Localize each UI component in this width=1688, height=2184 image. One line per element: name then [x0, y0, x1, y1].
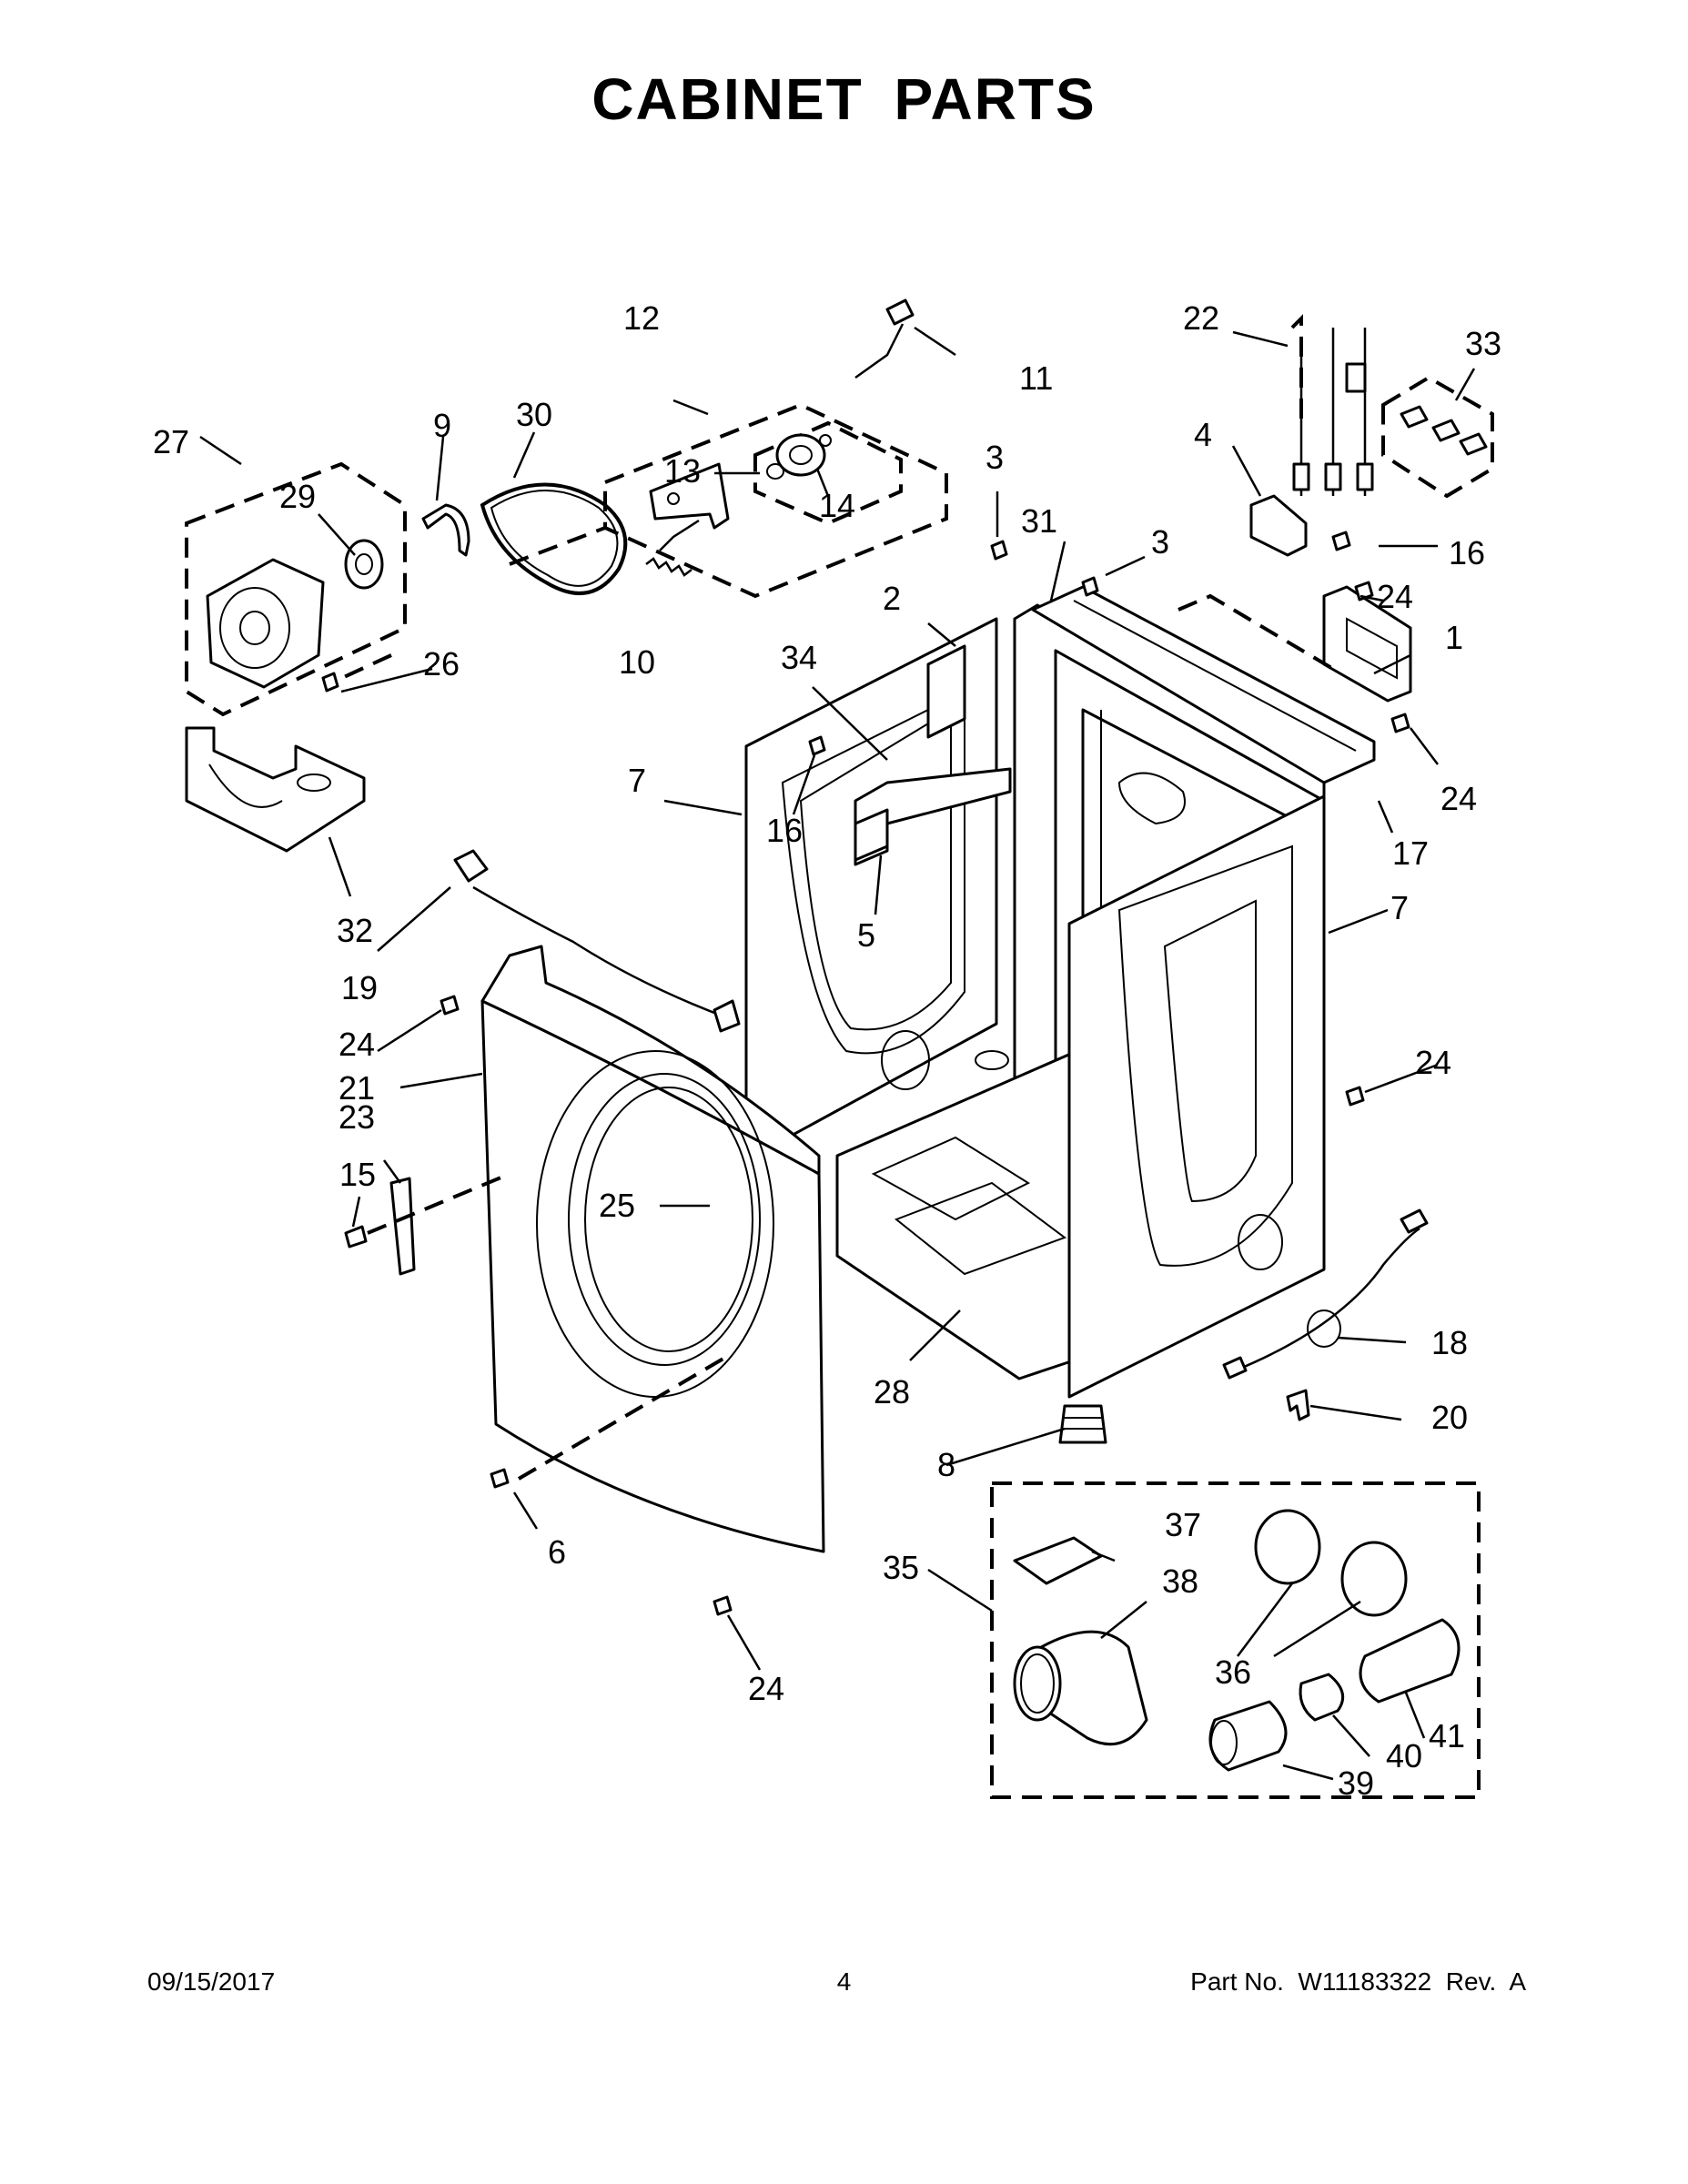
callout-26: 26: [423, 645, 460, 682]
motor-clip: [421, 503, 470, 557]
callout-39: 39: [1338, 1764, 1374, 1802]
callout-27: 27: [153, 423, 189, 460]
callout-24d: 24: [1415, 1044, 1451, 1081]
left-side-panel: [744, 617, 998, 1162]
screw-front-top: [440, 995, 460, 1016]
rocker-bracket: [1249, 494, 1308, 557]
console-bracket: [854, 767, 1012, 866]
callout-4: 4: [1194, 416, 1212, 453]
callout-31: 31: [1021, 502, 1057, 540]
callout-7b: 7: [1390, 889, 1409, 926]
exhaust-kit-group: [990, 1481, 1481, 1799]
callout-34: 34: [781, 639, 817, 676]
callout-29: 29: [279, 478, 316, 515]
motor-pulley: [344, 539, 384, 590]
callout-3b: 3: [1151, 523, 1169, 561]
callout-18: 18: [1431, 1324, 1468, 1361]
callout-24b: 24: [1377, 578, 1413, 615]
idler-bracket: [649, 462, 730, 530]
top-brace: [1031, 585, 1376, 784]
screw-board: [1354, 581, 1374, 602]
harness-connectors: [1290, 314, 1494, 499]
callout-28: 28: [874, 1373, 910, 1410]
callout-40: 40: [1386, 1737, 1422, 1774]
callout-22: 22: [1183, 299, 1219, 337]
exhaust-cover-plate: [1013, 1536, 1103, 1585]
screw-top-mid: [1081, 576, 1099, 597]
front-panel: [480, 945, 825, 1553]
exhaust-tube-long: [1359, 1618, 1461, 1704]
callout-30: 30: [516, 396, 552, 433]
motor-mount: [185, 726, 366, 853]
callout-7a: 7: [628, 762, 646, 799]
callout-labels: 1 2 3 3 4 5 6 7 7 8 9 10 11 12 13 14 15 …: [153, 299, 1501, 1802]
callout-13: 13: [664, 452, 701, 490]
callout-14: 14: [819, 487, 855, 524]
callout-33: 33: [1465, 325, 1501, 362]
exhaust-cap-left: [1254, 1509, 1321, 1585]
exhaust-tube-ring: [1208, 1700, 1288, 1772]
page-title: CABINET PARTS: [591, 66, 1097, 132]
power-cord: [1237, 1227, 1420, 1371]
screw-rocker: [1331, 531, 1351, 551]
exhaust-tube-short: [1299, 1673, 1345, 1722]
footer-date: 09/15/2017: [147, 1967, 276, 1996]
callout-32: 32: [337, 912, 373, 949]
callout-21: 21: [339, 1069, 375, 1107]
callout-24a: 24: [339, 1026, 375, 1063]
callout-1: 1: [1445, 619, 1463, 656]
callout-41: 41: [1429, 1717, 1465, 1754]
callout-11: 11: [1019, 359, 1053, 397]
callout-6: 6: [548, 1533, 566, 1571]
callout-12: 12: [623, 299, 660, 337]
base-pan: [835, 1045, 1089, 1380]
idler-spring: [645, 557, 692, 577]
callout-25: 25: [599, 1187, 635, 1224]
callout-24e: 24: [748, 1670, 784, 1707]
callout-24c: 24: [1440, 780, 1477, 817]
motor-assembly-group: [185, 461, 407, 853]
door-switch-screw: [344, 1225, 368, 1249]
callout-16b: 16: [1449, 534, 1485, 571]
screw-front-left: [490, 1468, 510, 1489]
callout-35: 35: [883, 1549, 919, 1586]
callout-36: 36: [1215, 1653, 1251, 1691]
drive-belt: [480, 482, 628, 595]
wire-harness: [472, 885, 720, 1016]
callout-37: 37: [1165, 1506, 1201, 1543]
screw-bracket: [808, 735, 826, 756]
callout-20: 20: [1431, 1399, 1468, 1436]
leveling-foot: [1058, 1404, 1107, 1444]
cord-clamp: [1286, 1389, 1310, 1421]
idler-pulley: [775, 433, 826, 477]
callout-23: 23: [339, 1098, 375, 1136]
idler-assembly-group: [603, 402, 948, 599]
callout-9: 9: [433, 407, 451, 444]
footer-page-number: 4: [836, 1967, 852, 1996]
leader-lines: [199, 326, 1476, 1781]
screw-front-bottom: [713, 1595, 733, 1616]
screw-right-side: [1345, 1086, 1365, 1107]
callout-10: 10: [619, 643, 655, 681]
screw-brace: [1390, 713, 1410, 733]
callout-38: 38: [1162, 1562, 1198, 1600]
right-side-panel: [1067, 794, 1326, 1399]
screw-mount: [321, 672, 339, 693]
callout-16a: 16: [766, 812, 803, 849]
callout-19: 19: [341, 969, 378, 1006]
drive-motor: [206, 558, 325, 689]
callout-15: 15: [339, 1156, 376, 1193]
callout-2: 2: [883, 580, 901, 617]
callout-3a: 3: [986, 439, 1004, 476]
footer-part-number: Part No. W11183322 Rev. A: [1190, 1967, 1526, 1996]
idler-screw: [885, 298, 915, 326]
callout-5: 5: [857, 916, 875, 954]
rear-label: [926, 644, 966, 739]
callout-8: 8: [937, 1446, 955, 1483]
door-strike: [389, 1177, 416, 1276]
exhaust-cap-right: [1340, 1541, 1408, 1617]
screw-top-left: [990, 540, 1008, 561]
callout-17: 17: [1392, 834, 1429, 872]
